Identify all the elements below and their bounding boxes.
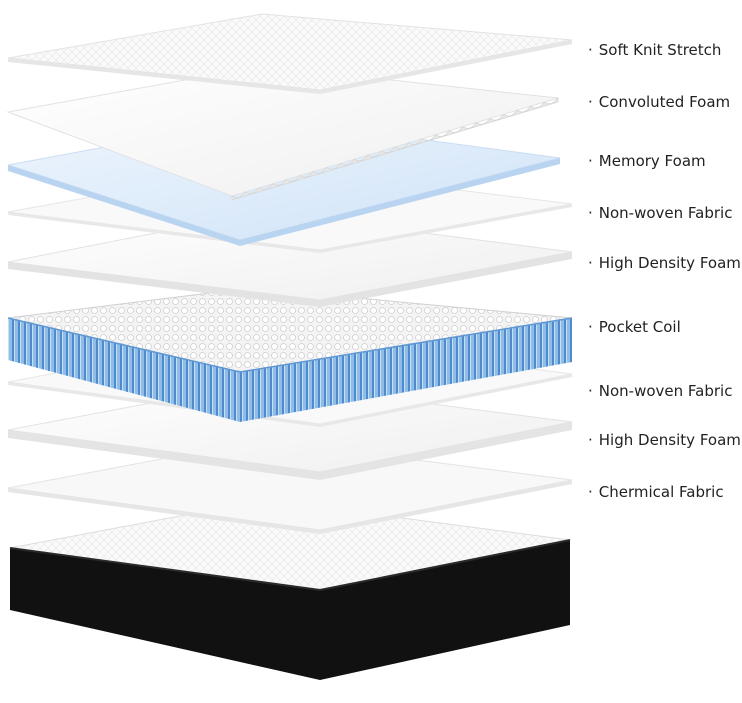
base-mattress (9, 499, 571, 680)
layer-pocket-coil (7, 287, 573, 422)
layer-soft-knit-stretch (7, 13, 573, 94)
label-convoluted-foam: ·Convoluted Foam (588, 93, 731, 111)
layer-convoluted-foam (6, 65, 559, 201)
label-soft-knit-stretch: ·Soft Knit Stretch (588, 41, 722, 59)
label-pocket-coil: ·Pocket Coil (588, 318, 681, 336)
label-memory-foam: ·Memory Foam (588, 152, 706, 170)
label-high-density-foam-bottom: ·High Density Foam (588, 431, 741, 449)
label-non-woven-fabric-top: ·Non-woven Fabric (588, 204, 733, 222)
label-non-woven-fabric-bottom: ·Non-woven Fabric (588, 382, 733, 400)
label-high-density-foam-top: ·High Density Foam (588, 254, 741, 272)
label-chermical-fabric: ·Chermical Fabric (588, 483, 724, 501)
